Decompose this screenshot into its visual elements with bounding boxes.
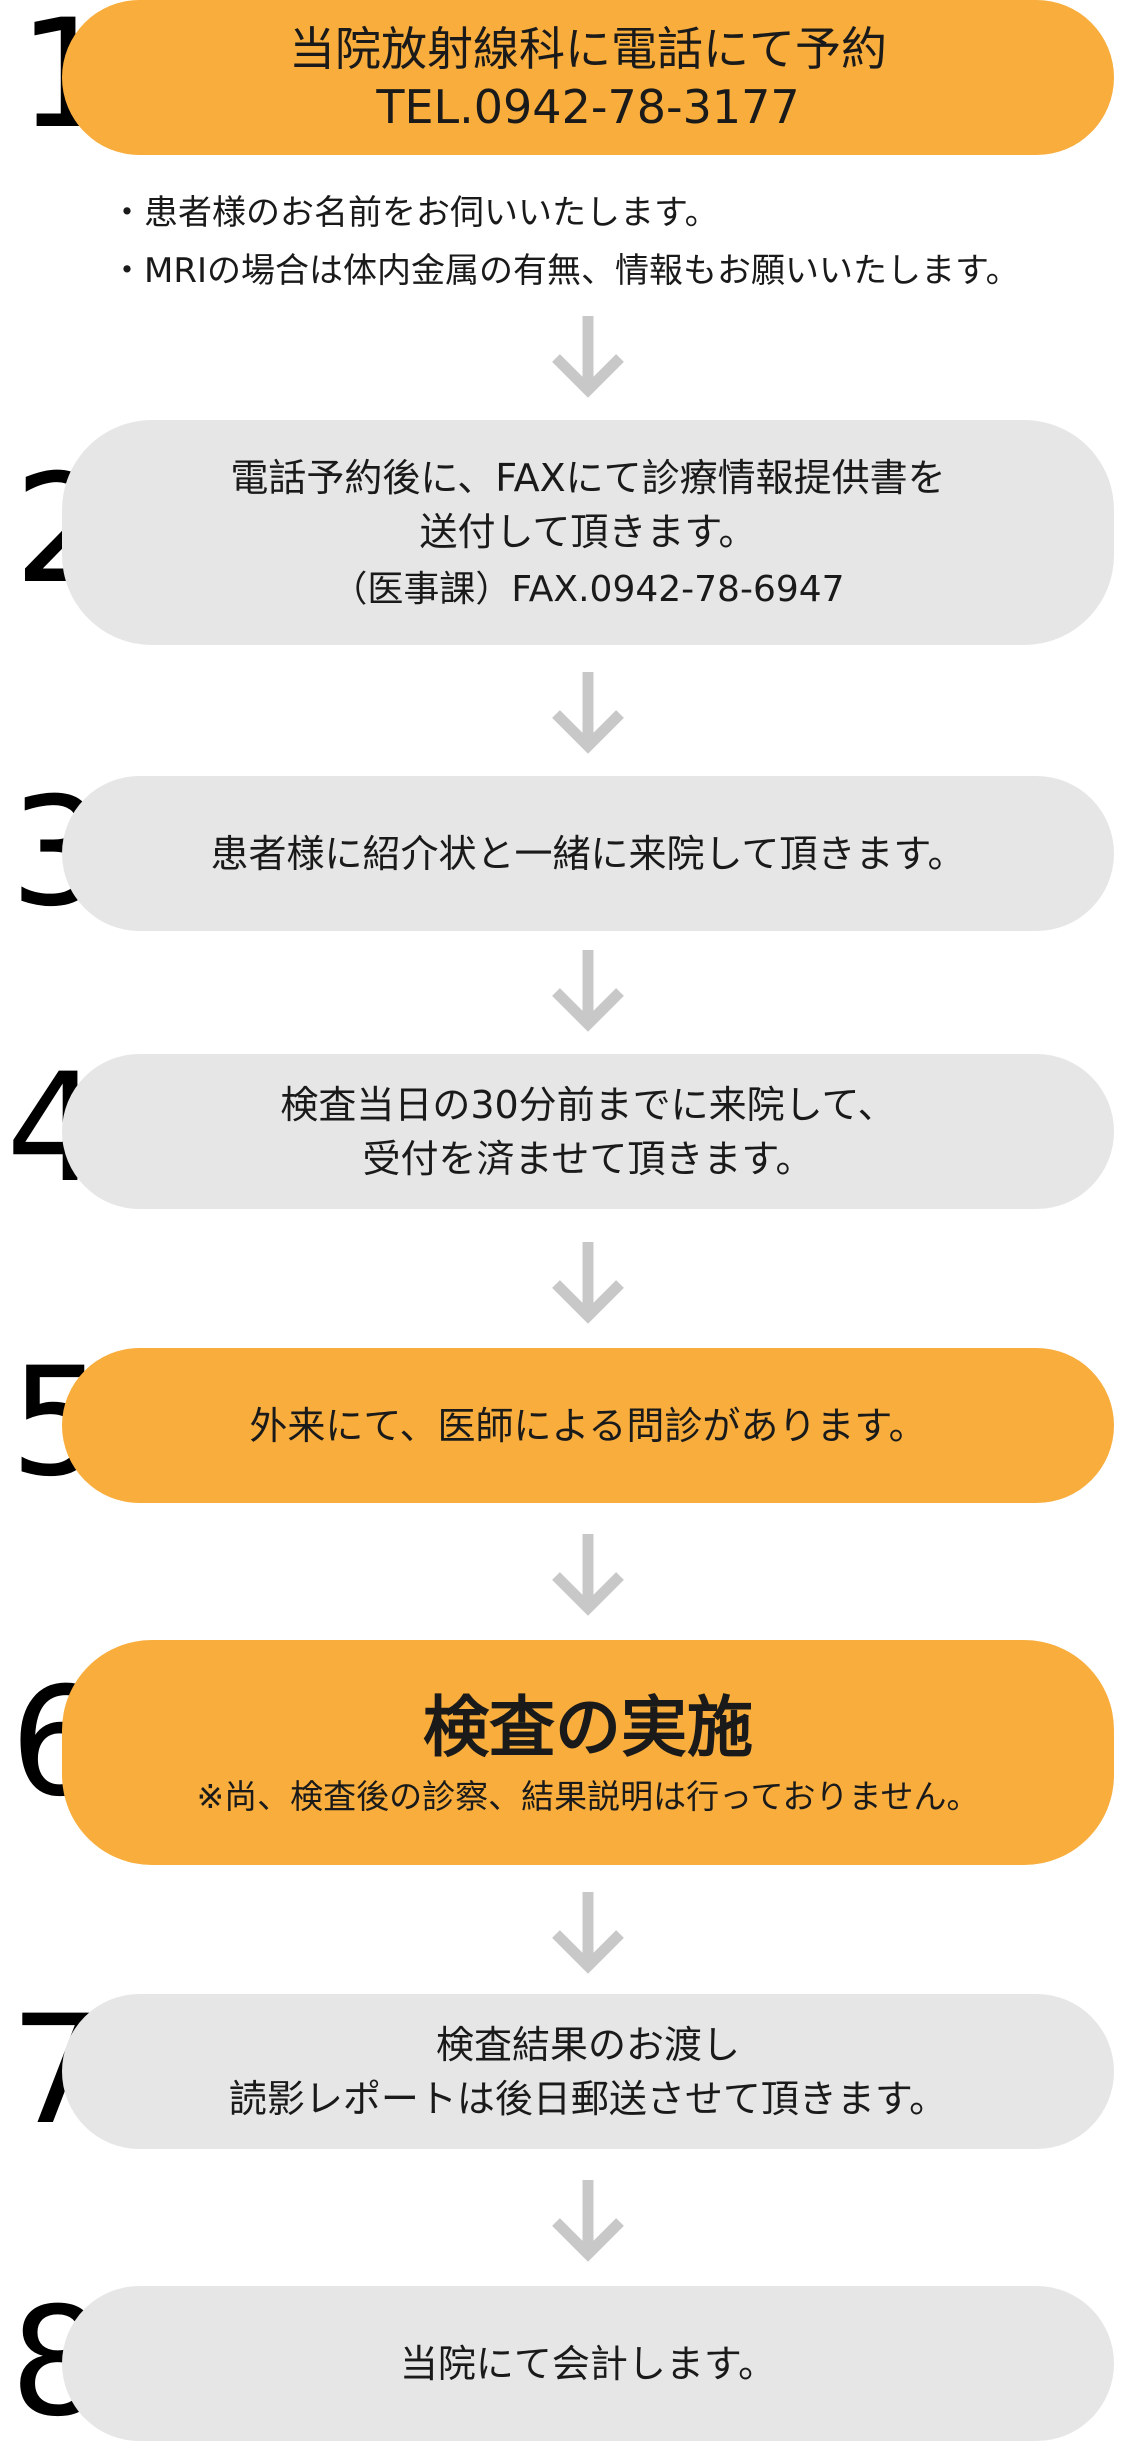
arrow-down-icon: [552, 316, 624, 398]
step-7-line-2: 読影レポートは後日郵送させて頂きます。: [228, 2076, 948, 2121]
step-6-box: 検査の実施 ※尚、検査後の診察、結果説明は行っておりません。: [62, 1640, 1114, 1865]
arrow-down-icon: [552, 672, 624, 754]
arrow-down-icon: [552, 1892, 624, 1974]
step-2-box: 電話予約後に、FAXにて診療情報提供書を 送付して頂きます。 （医事課）FAX.…: [62, 420, 1114, 645]
step-1-box: 当院放射線科に電話にて予約 TEL.0942-78-3177: [62, 0, 1114, 155]
step-2-line-2: 送付して頂きます。: [419, 509, 757, 554]
step-8-box: 当院にて会計します。: [62, 2286, 1114, 2441]
step-1-line-1: 当院放射線科に電話にて予約: [289, 21, 887, 76]
step-5-line-1: 外来にて、医師による問診があります。: [249, 1403, 927, 1448]
step-3-box: 患者様に紹介状と一緒に来院して頂きます。: [62, 776, 1114, 931]
step-1-notes: ・患者様のお名前をお伺いいたします。 ・MRIの場合は体内金属の有無、情報もお願…: [110, 184, 1020, 300]
step-4-box: 検査当日の30分前までに来院して、 受付を済ませて頂きます。: [62, 1054, 1114, 1209]
step-1-note-2: ・MRIの場合は体内金属の有無、情報もお願いいたします。: [110, 251, 1020, 291]
arrow-down-icon: [552, 1242, 624, 1324]
step-4-line-2: 受付を済ませて頂きます。: [362, 1136, 814, 1181]
step-6-note: ※尚、検査後の診察、結果説明は行っておりません。: [196, 1776, 980, 1816]
step-5-box: 外来にて、医師による問診があります。: [62, 1348, 1114, 1503]
arrow-down-icon: [552, 2180, 624, 2262]
step-2-fax: （医事課）FAX.0942-78-6947: [331, 568, 845, 610]
step-2-line-1: 電話予約後に、FAXにて診療情報提供書を: [230, 455, 946, 500]
step-7-line-1: 検査結果のお渡し: [435, 2022, 740, 2067]
step-8-line-1: 当院にて会計します。: [399, 2341, 777, 2386]
arrow-down-icon: [552, 950, 624, 1032]
step-1-phone: TEL.0942-78-3177: [376, 79, 800, 134]
step-7-box: 検査結果のお渡し 読影レポートは後日郵送させて頂きます。: [62, 1994, 1114, 2149]
arrow-down-icon: [552, 1534, 624, 1616]
step-6-title: 検査の実施: [423, 1688, 753, 1766]
step-1-note-1: ・患者様のお名前をお伺いいたします。: [110, 193, 719, 233]
step-4-line-1: 検査当日の30分前までに来院して、: [280, 1082, 896, 1127]
step-3-line-1: 患者様に紹介状と一緒に来院して頂きます。: [210, 831, 966, 876]
